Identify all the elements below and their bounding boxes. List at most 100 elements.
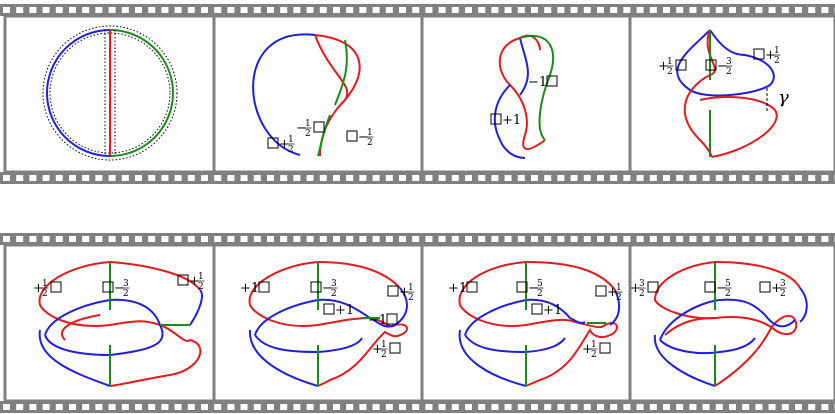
framing-box	[595, 285, 607, 297]
sprocket-hole	[531, 236, 538, 242]
sprocket-hole	[465, 175, 472, 181]
frac-denominator: 2	[774, 56, 780, 66]
sprocket-hole	[412, 236, 420, 242]
sprocket-hole	[253, 404, 261, 410]
sprocket-hole	[729, 236, 736, 242]
label-sign: +	[372, 342, 383, 357]
frac-denominator: 2	[616, 293, 622, 303]
sprocket-hole	[319, 236, 327, 242]
sprocket-hole	[649, 7, 657, 13]
sprocket-hole	[702, 404, 710, 410]
sprocket-hole	[293, 175, 301, 181]
framing-box	[346, 130, 358, 142]
sprocket-hole	[663, 236, 670, 242]
sprocket-hole	[214, 236, 222, 242]
frac-denominator: 2	[639, 289, 645, 299]
sprocket-hole	[148, 404, 156, 410]
label-sign: −	[528, 281, 539, 296]
sprocket-hole	[135, 404, 142, 410]
sprocket-hole	[399, 7, 406, 13]
frac-numerator: 1	[198, 272, 204, 282]
sprocket-hole	[544, 404, 552, 410]
sprocket-hole	[399, 404, 406, 410]
sprocket-hole	[108, 175, 116, 181]
framing-box	[386, 313, 398, 325]
sprocket-hole	[293, 404, 301, 410]
sprocket-hole	[174, 236, 182, 242]
sprocket-hole	[187, 7, 195, 13]
blue-curve	[676, 29, 775, 97]
sprocket-hole	[649, 236, 657, 242]
sprocket-hole	[636, 7, 644, 13]
sprocket-hole	[95, 175, 103, 181]
sprocket-hole	[214, 404, 222, 410]
sprocket-hole	[29, 175, 37, 181]
frac-denominator: 2	[408, 293, 414, 303]
sprocket-hole	[465, 236, 472, 242]
frac-denominator: 2	[367, 138, 373, 148]
sprocket-hole	[42, 175, 50, 181]
sprocket-hole	[478, 404, 486, 410]
sprocket-hole	[135, 7, 142, 13]
panel-8-band-with-loop	[653, 261, 808, 387]
sprocket-hole	[201, 7, 208, 13]
sprocket-hole	[597, 404, 604, 410]
sprocket-hole	[82, 175, 90, 181]
sprocket-hole	[95, 236, 103, 242]
sprocket-hole	[491, 404, 499, 410]
sprocket-hole	[385, 7, 393, 13]
sprocket-hole	[399, 236, 406, 242]
framing-box	[705, 59, 717, 71]
sprocket-hole	[267, 175, 274, 181]
sprocket-hole	[359, 175, 367, 181]
sprocket-hole	[253, 7, 261, 13]
label-sign: −1	[368, 313, 387, 328]
frac-numerator: 1	[667, 57, 673, 67]
blue-curve	[189, 289, 203, 326]
framing-box	[323, 303, 335, 315]
panel-6-band-with-loop	[248, 261, 408, 387]
sprocket-hole	[333, 7, 340, 13]
label-box-plus-half: +12	[387, 283, 415, 303]
sprocket-hole	[451, 7, 459, 13]
sprocket-hole	[755, 175, 763, 181]
frac-numerator: 1	[774, 46, 780, 56]
panel-5-band-with-bridge	[38, 261, 203, 387]
blue-curve	[458, 329, 527, 387]
sprocket-hole	[108, 7, 116, 13]
label-plus-three-halves-box: +32	[630, 279, 659, 299]
sprocket-hole	[715, 7, 723, 13]
label-box-plus-one: +1	[323, 303, 354, 318]
sprocket-hole	[240, 404, 248, 410]
sprocket-hole	[663, 175, 670, 181]
sprocket-holes	[3, 236, 835, 410]
gamma-label: γ	[778, 87, 789, 108]
sprocket-hole	[544, 236, 552, 242]
sprocket-hole	[306, 404, 314, 410]
sprocket-hole	[808, 236, 816, 242]
sprocket-hole	[42, 7, 50, 13]
blue-curve	[659, 337, 756, 355]
framing-box	[310, 281, 322, 293]
framing-box	[647, 281, 659, 293]
sprocket-hole	[663, 404, 670, 410]
sprocket-hole	[319, 7, 327, 13]
frac-denominator: 2	[780, 289, 786, 299]
sprocket-hole	[55, 404, 63, 410]
label-sign: +	[630, 281, 641, 296]
red-curve	[317, 261, 401, 289]
sprocket-hole	[161, 175, 169, 181]
sprocket-hole	[108, 236, 116, 242]
sprocket-hole	[557, 175, 565, 181]
label-sign: +1	[240, 281, 259, 296]
label-plus-half-box: +12	[658, 57, 687, 77]
green-arc	[109, 29, 174, 157]
sprocket-hole	[135, 175, 142, 181]
label-box-minus-five-halves: −52	[704, 279, 732, 299]
sprocket-hole	[425, 175, 433, 181]
sprocket-hole	[161, 236, 169, 242]
sprocket-hole	[16, 7, 24, 13]
sprocket-hole	[689, 404, 697, 410]
sprocket-hole	[478, 236, 486, 242]
framing-box	[490, 113, 502, 125]
